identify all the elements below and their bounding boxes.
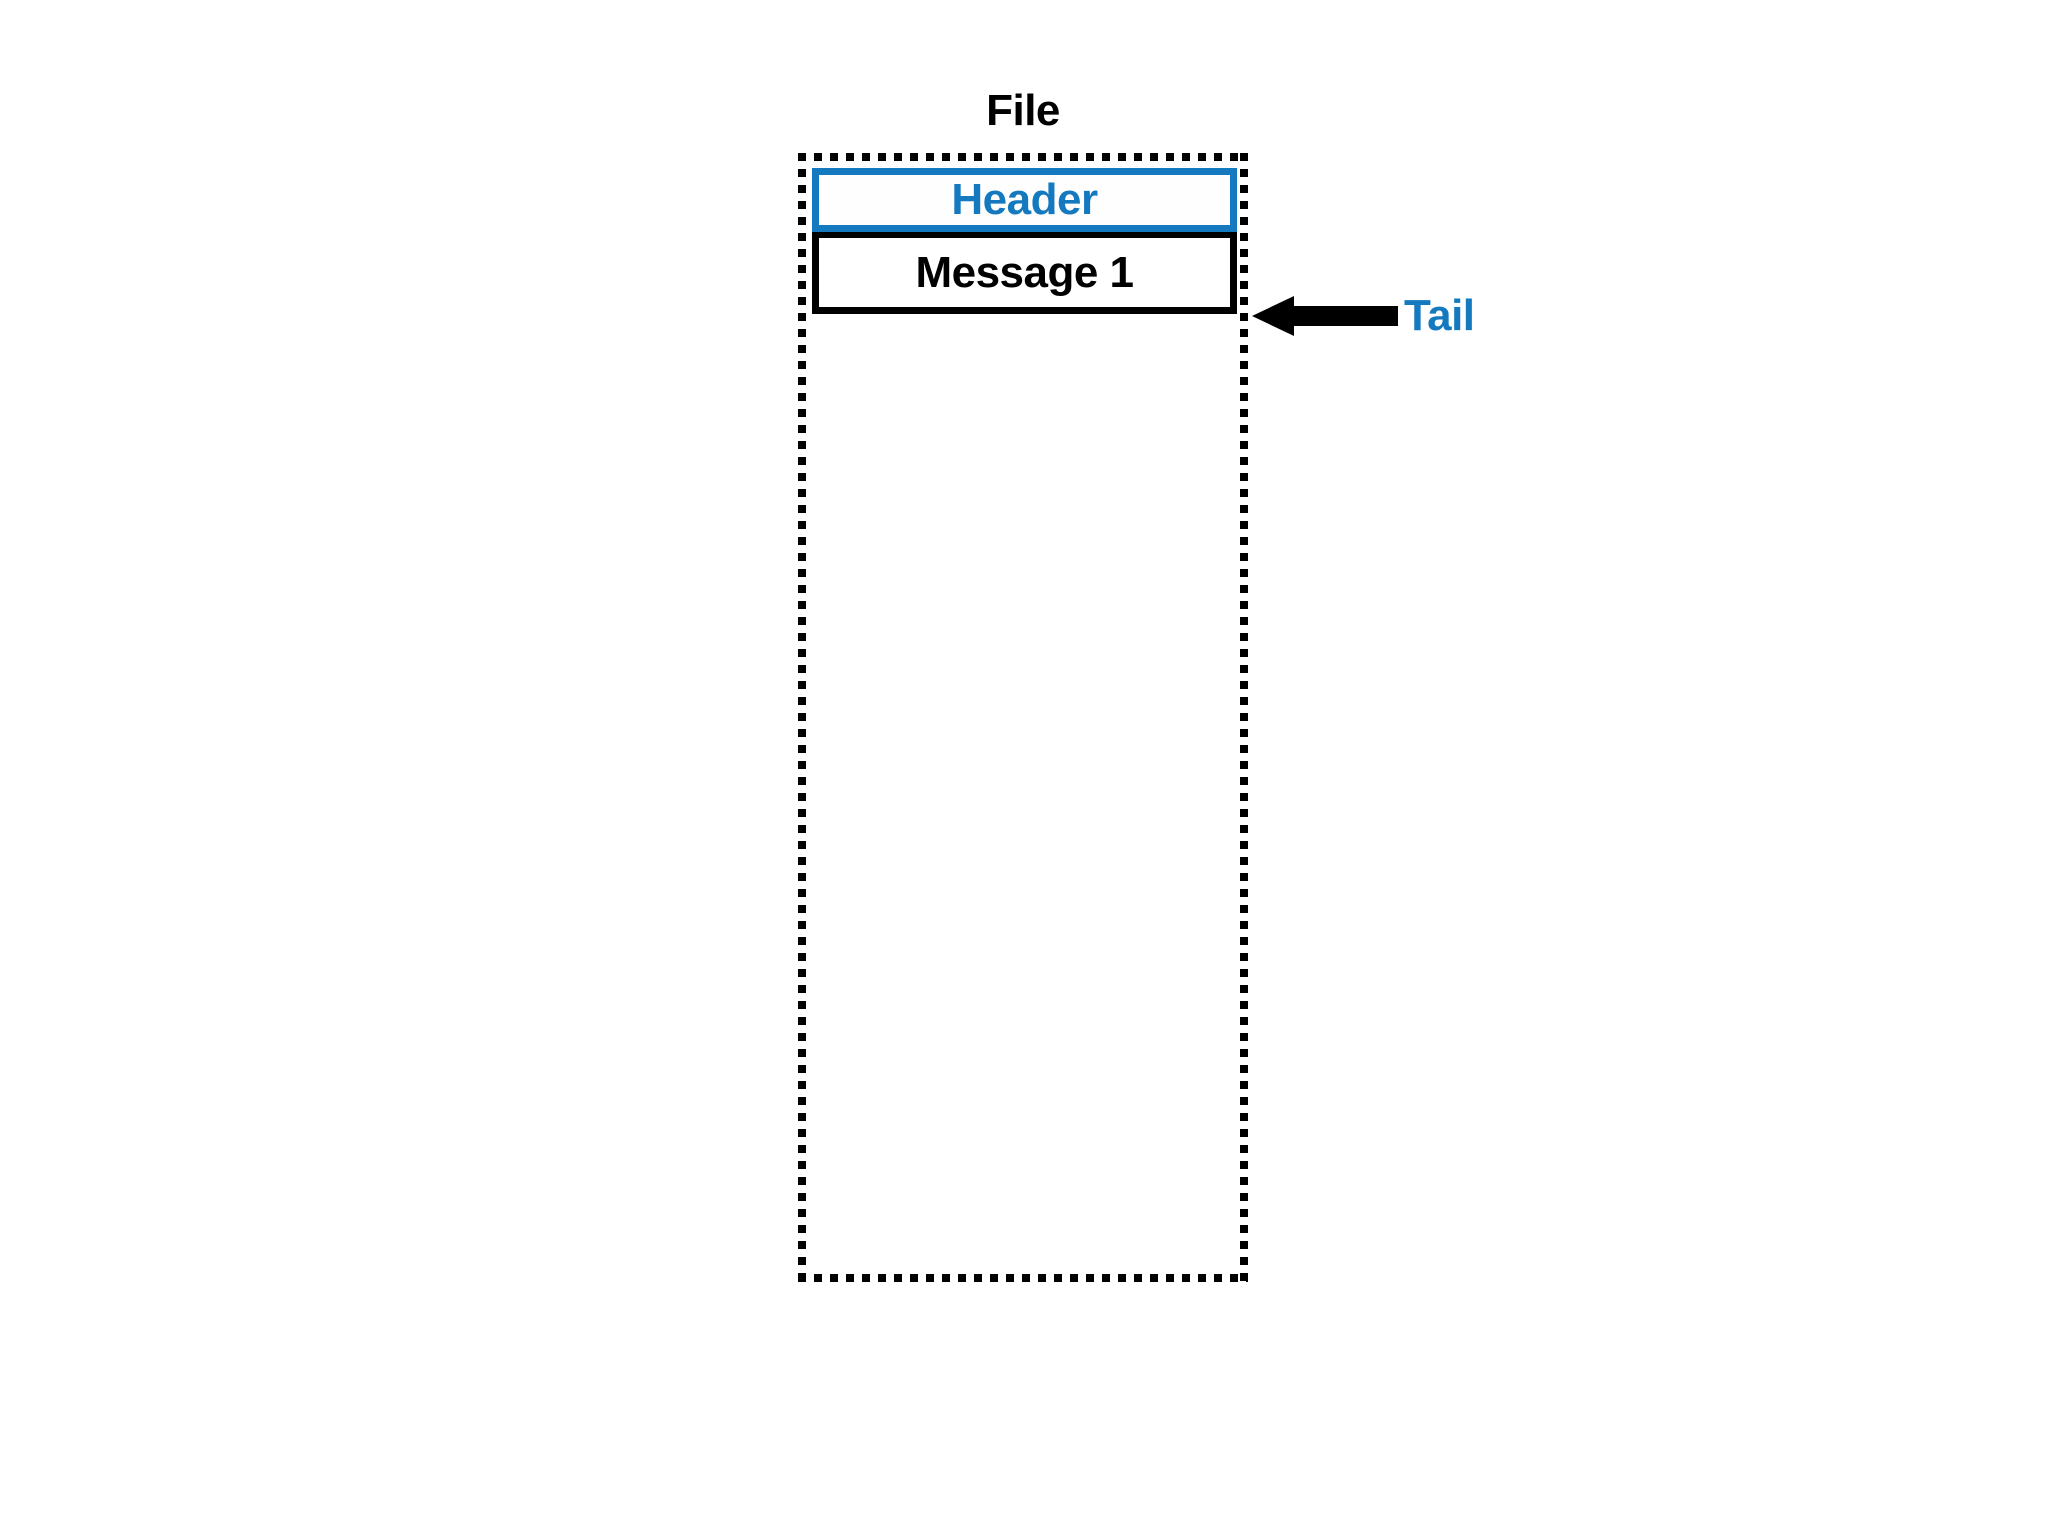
message-record-label: Message 1 xyxy=(915,247,1134,297)
file-label: File xyxy=(986,86,1060,135)
tail-arrow-head-icon xyxy=(1252,296,1294,336)
tail-arrow-icon xyxy=(1252,296,1398,336)
record-stack: Header Message 1 xyxy=(812,168,1237,314)
file-container xyxy=(798,153,1248,1282)
header-record-label: Header xyxy=(951,175,1098,224)
header-record-box[interactable]: Header xyxy=(812,168,1237,232)
tail-arrow-line-icon xyxy=(1292,306,1398,326)
message-record-box[interactable]: Message 1 xyxy=(812,231,1237,314)
tail-label: Tail xyxy=(1404,291,1475,340)
